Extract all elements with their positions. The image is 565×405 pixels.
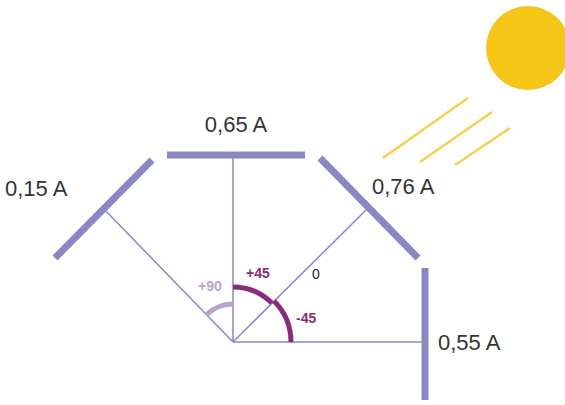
angle-arcs <box>206 287 291 342</box>
sun-rays <box>383 98 510 165</box>
angle-label: -45 <box>296 310 316 326</box>
current-label: 0,65 A <box>205 112 267 137</box>
solar-panels <box>55 155 425 400</box>
angle-label: +90 <box>198 278 222 294</box>
current-label: 0,55 A <box>438 330 500 355</box>
current-label: 0,15 A <box>5 176 67 201</box>
sun <box>486 6 565 90</box>
current-label: 0,76 A <box>372 174 434 199</box>
angle-label: +45 <box>246 265 270 281</box>
angle-label: 0 <box>312 266 320 282</box>
